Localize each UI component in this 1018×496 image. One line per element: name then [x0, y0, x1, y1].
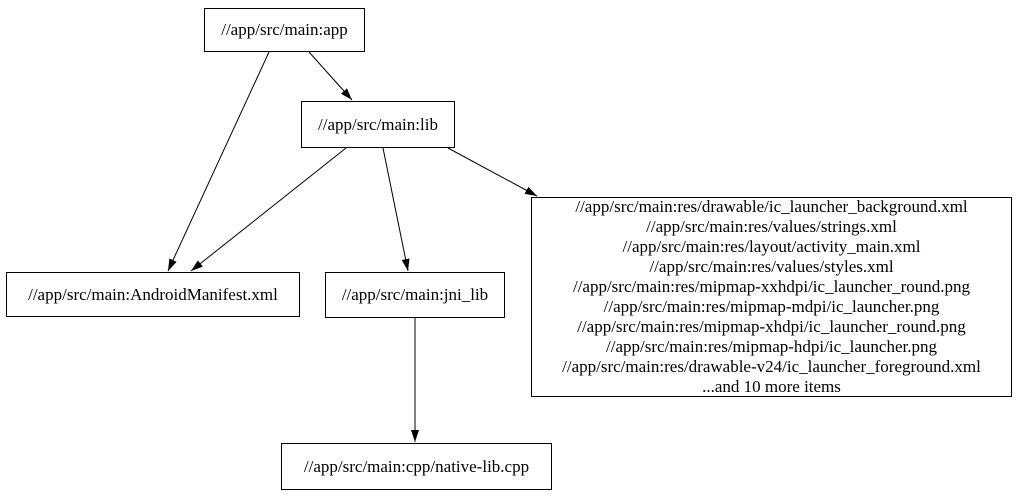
graph-node-lib-label: //app/src/main:lib [318, 114, 438, 134]
graph-node-native-lib-cpp: //app/src/main:cpp/native-lib.cpp [281, 443, 552, 490]
graph-node-resources: //app/src/main:res/drawable/ic_launcher_… [531, 197, 1012, 397]
graph-node-app-label: //app/src/main:app [221, 20, 348, 39]
resource-item: //app/src/main:res/values/strings.xml [646, 217, 897, 236]
resource-item: //app/src/main:res/values/styles.xml [649, 257, 894, 276]
resource-item: //app/src/main:res/mipmap-mdpi/ic_launch… [603, 297, 940, 316]
edge-lib-to-resources [447, 147, 538, 197]
resource-item: //app/src/main:res/mipmap-xxhdpi/ic_laun… [572, 277, 971, 296]
graph-node-androidmanifest: //app/src/main:AndroidManifest.xml [6, 272, 300, 317]
edge-lib-to-manifest [190, 147, 347, 272]
graph-node-native-lib-cpp-label: //app/src/main:cpp/native-lib.cpp [303, 456, 530, 476]
edge-app-to-lib [308, 51, 353, 101]
resource-more-items: ...and 10 more items [702, 377, 841, 396]
resource-item: //app/src/main:res/mipmap-xhdpi/ic_launc… [577, 317, 966, 336]
resource-item: //app/src/main:res/mipmap-hdpi/ic_launch… [606, 337, 937, 356]
graph-node-jni-lib-label: //app/src/main:jni_lib [341, 285, 489, 304]
resource-item: //app/src/main:res/layout/activity_main.… [622, 237, 921, 256]
graph-node-jni-lib: //app/src/main:jni_lib [325, 272, 505, 318]
graph-node-androidmanifest-label: //app/src/main:AndroidManifest.xml [28, 284, 278, 304]
edge-app-to-manifest [167, 51, 270, 272]
resource-item: //app/src/main:res/drawable-v24/ic_launc… [562, 357, 981, 376]
graph-node-app: //app/src/main:app [204, 8, 365, 52]
resource-item: //app/src/main:res/drawable/ic_launcher_… [575, 197, 968, 216]
edge-lib-to-jnilib [382, 147, 410, 272]
graph-node-lib: //app/src/main:lib [301, 101, 455, 148]
